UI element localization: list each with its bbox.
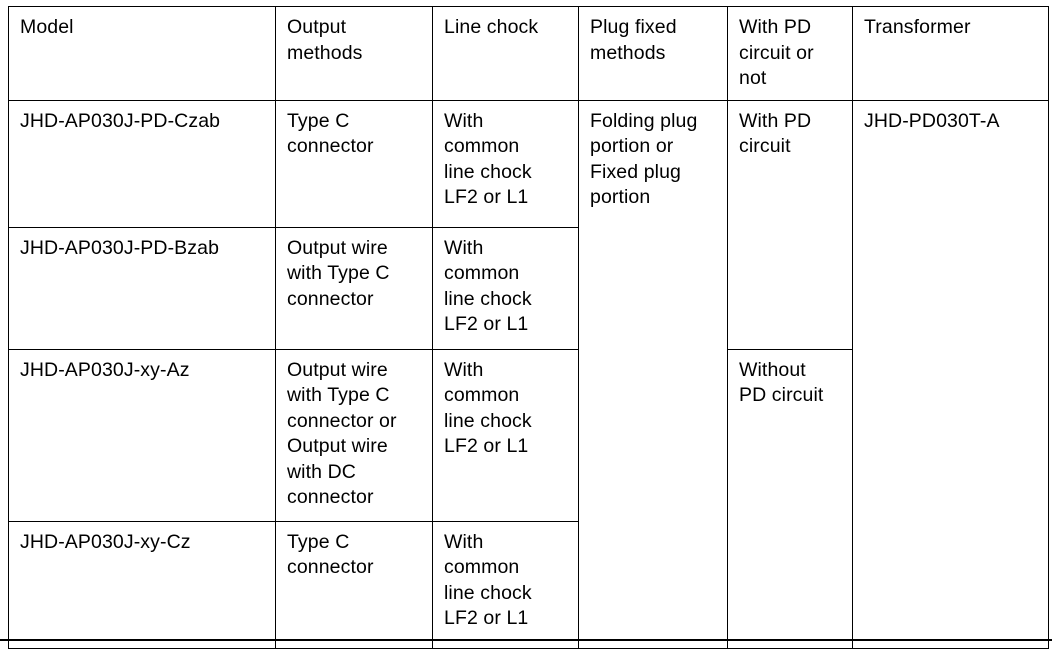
cell-line-chock-text: With common line chock LF2 or L1 [444, 109, 532, 209]
cell-output-methods: Output wire with Type C connector [275, 226, 433, 350]
column-header-model-label: Model [20, 16, 74, 38]
cell-line-chock: With common line chock LF2 or L1 [432, 348, 579, 522]
cell-output-methods: Output wire with Type C connector or Out… [275, 348, 433, 522]
cell-line-chock: With common line chock LF2 or L1 [432, 520, 579, 649]
column-header-plug-fixed-methods-label: Plug fixed methods [590, 16, 677, 64]
cell-model-text: JHD-AP030J-xy-Cz [20, 530, 191, 553]
column-header-output-methods: Output methods [275, 6, 433, 101]
cell-transformer-text: JHD-PD030T-A [864, 109, 1000, 132]
cell-line-chock: With common line chock LF2 or L1 [432, 226, 579, 350]
cell-model-text: JHD-AP030J-xy-Az [20, 358, 190, 381]
cell-output-methods-text: Type C connector [287, 530, 374, 579]
table-row: JHD-AP030J-xy-Az Output wire with Type C… [8, 348, 1049, 649]
table-row: JHD-AP030J-xy-Cz Type C connector With c… [8, 520, 1049, 649]
cell-pd-circuit-without-text: Without PD circuit [739, 358, 824, 407]
cell-output-methods-text: Type C connector [287, 109, 374, 158]
column-header-transformer-label: Transformer [864, 16, 971, 38]
cell-output-methods: Type C connector [275, 520, 433, 649]
cell-plug-fixed-methods: Folding plug portion or Fixed plug porti… [578, 99, 728, 649]
cell-model-text: JHD-AP030J-PD-Czab [20, 109, 221, 132]
column-header-output-methods-label: Output methods [287, 16, 363, 64]
column-header-model: Model [8, 6, 276, 101]
column-header-transformer: Transformer [852, 6, 1049, 101]
cell-line-chock: With common line chock LF2 or L1 [432, 99, 579, 228]
table-row: JHD-AP030J-PD-Bzab Output wire with Type… [8, 226, 1049, 350]
cell-line-chock-text: With common line chock LF2 or L1 [444, 530, 532, 630]
cell-plug-fixed-methods-text: Folding plug portion or Fixed plug porti… [590, 109, 698, 209]
cell-model-text: JHD-AP030J-PD-Bzab [20, 236, 220, 259]
cell-model: JHD-AP030J-PD-Bzab [8, 226, 276, 350]
cell-output-methods-text: Output wire with Type C connector [287, 236, 390, 310]
column-header-pd-circuit: With PD circuit or not [727, 6, 853, 101]
cell-output-methods-text: Output wire with Type C connector or Out… [287, 358, 397, 509]
cell-model: JHD-AP030J-xy-Cz [8, 520, 276, 649]
cell-line-chock-text: With common line chock LF2 or L1 [444, 358, 532, 458]
cell-transformer: JHD-PD030T-A [852, 99, 1049, 649]
product-specification-table: Model Output methods Line chock Plug fix… [8, 6, 1049, 649]
cell-output-methods: Type C connector [275, 99, 433, 228]
column-header-pd-circuit-label: With PD circuit or not [739, 16, 814, 89]
cell-pd-circuit-with: With PD circuit [727, 99, 853, 350]
cell-pd-circuit-with-text: With PD circuit [739, 109, 812, 158]
cell-model: JHD-AP030J-xy-Az [8, 348, 276, 522]
table-header-row: Model Output methods Line chock Plug fix… [8, 6, 1049, 101]
table-row: JHD-AP030J-PD-Czab Type C connector With… [8, 99, 1049, 649]
column-header-plug-fixed-methods: Plug fixed methods [578, 6, 728, 101]
table-bottom-rule [0, 639, 1052, 641]
column-header-line-chock-label: Line chock [444, 16, 539, 38]
column-header-line-chock: Line chock [432, 6, 579, 101]
cell-line-chock-text: With common line chock LF2 or L1 [444, 236, 532, 336]
cell-pd-circuit-without: Without PD circuit [727, 348, 853, 649]
cell-model: JHD-AP030J-PD-Czab [8, 99, 276, 228]
